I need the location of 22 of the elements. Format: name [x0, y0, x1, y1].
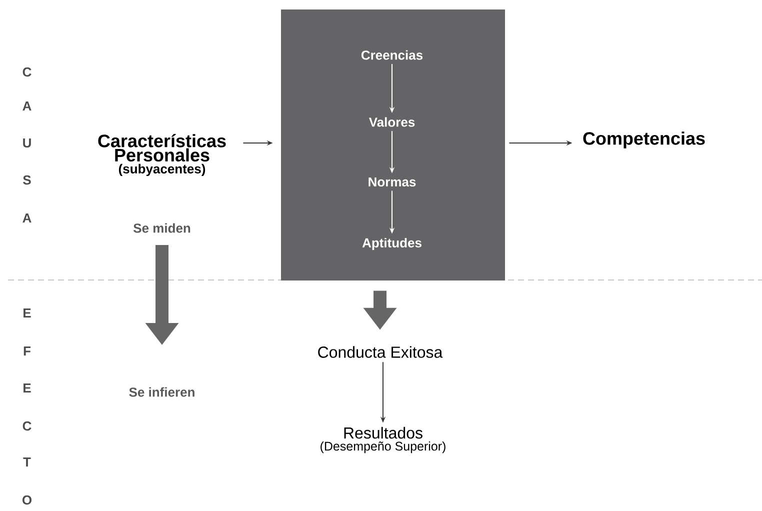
side-letter: U [23, 138, 31, 148]
side-letter: S [23, 175, 31, 185]
heading-text: Características Personales (subyacentes) [98, 134, 226, 176]
side-letter: C [22, 67, 32, 77]
note-text: Se infieren [129, 387, 194, 397]
dark-box [281, 10, 505, 280]
box-item-text: Valores [368, 117, 415, 127]
result-text: Conducta Exitosa [318, 346, 443, 358]
box-item-text: Normas [368, 177, 416, 187]
side-letter: A [22, 214, 32, 222]
side-letter: F [24, 346, 30, 356]
side-letter: T [23, 458, 31, 466]
box-item-text: Aptitudes [362, 238, 422, 250]
side-letter: E [24, 384, 31, 392]
box-item-text: Creencias [361, 50, 423, 60]
heading-text: Competencias [583, 132, 705, 148]
side-letter: A [22, 102, 32, 110]
side-letter: E [24, 308, 31, 318]
side-letter: O [22, 495, 32, 505]
side-letter: C [22, 421, 32, 431]
note-text: Se miden [133, 223, 190, 233]
result-text: Resultados (Desempeño Superior) [320, 426, 446, 454]
